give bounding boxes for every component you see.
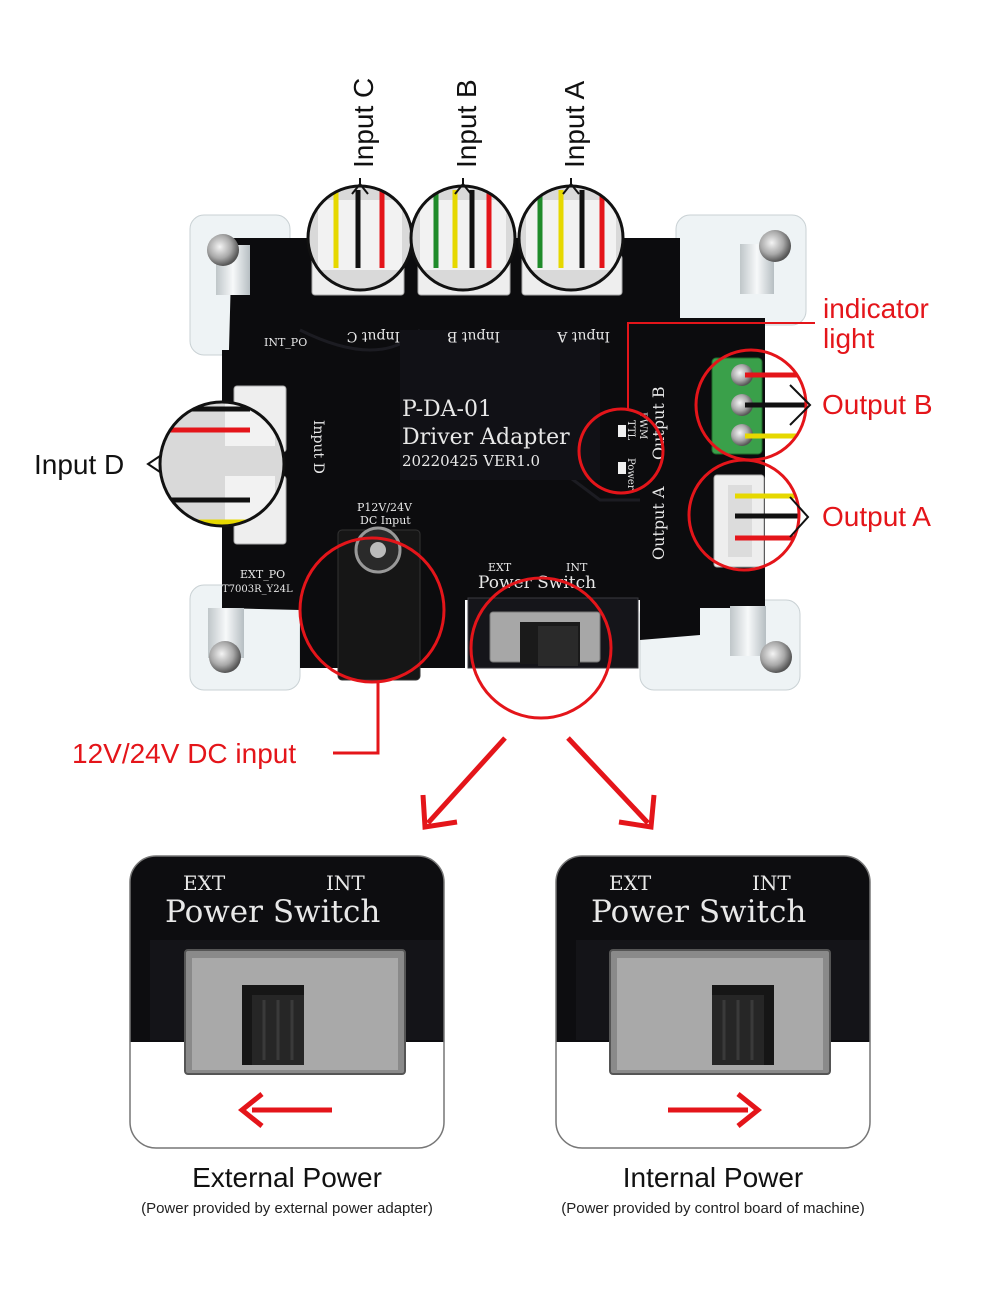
label-input-a: Input A <box>559 80 590 168</box>
switch-int-label: INT <box>566 561 588 574</box>
silk-output-a: Output A <box>649 486 668 560</box>
part-number-label: T7003R_Y24L <box>222 584 293 595</box>
indicator-light-circle <box>577 407 665 495</box>
panel1-title: External Power <box>192 1162 382 1193</box>
panel1-ext-label: EXT <box>183 871 226 895</box>
callout-labels: Input C Input B Input A Input D indicato… <box>34 78 933 769</box>
board-power-switch <box>489 611 601 666</box>
panel2-title: Internal Power <box>622 1162 804 1193</box>
ext-po-label: EXT_PO <box>240 568 285 581</box>
dc-label-2: DC Input <box>360 514 411 527</box>
int-po-label: INT_PO <box>264 336 307 349</box>
indicator-leds <box>618 425 626 474</box>
switch-ext-label: EXT <box>488 561 512 574</box>
panel1-subtitle: (Power provided by external power adapte… <box>141 1200 433 1217</box>
output-a-magnifier <box>687 458 801 572</box>
panel2-int-label: INT <box>752 871 791 895</box>
callout-leaders <box>146 178 815 830</box>
dc-input-circle <box>298 536 446 684</box>
label-input-d: Input D <box>34 449 124 480</box>
label-dc-input: 12V/24V DC input <box>72 738 296 769</box>
silk-input-a: Input A <box>556 328 610 344</box>
output-b-terminal <box>711 357 763 455</box>
silk-power: Power <box>625 458 636 490</box>
screw-top-left-icon <box>207 234 239 266</box>
label-output-b: Output B <box>822 389 933 420</box>
label-output-a: Output A <box>822 501 931 532</box>
dc-jack <box>337 526 421 681</box>
label-input-b: Input B <box>451 79 482 168</box>
panel-internal-power: EXT INT Power Switch <box>555 855 871 1149</box>
silk-input-d: Input D <box>310 420 326 474</box>
label-input-c: Input C <box>348 78 379 168</box>
panel2-switch-title: Power Switch <box>591 894 806 930</box>
input-c-magnifier <box>306 184 414 292</box>
panel2-ext-label: EXT <box>609 871 652 895</box>
panel1-int-label: INT <box>326 871 365 895</box>
panel1-switch-title: Power Switch <box>165 894 380 930</box>
screw-bottom-right-icon <box>760 641 792 673</box>
arrow-left-icon <box>237 1092 332 1128</box>
input-b-magnifier <box>409 184 517 292</box>
silk-input-c: Input C <box>347 328 400 344</box>
input-d-magnifier <box>158 400 286 528</box>
board-silkscreen: P-DA-01 Driver Adapter 20220425 VER1.0 P… <box>222 328 668 595</box>
arrow-right-icon <box>668 1092 763 1128</box>
silk-input-b: Input B <box>447 328 500 344</box>
panel2-subtitle: (Power provided by control board of mach… <box>561 1200 865 1217</box>
label-indicator-2: light <box>823 323 875 354</box>
screw-top-right-icon <box>759 230 791 262</box>
board-version: 20220425 VER1.0 <box>402 452 540 470</box>
label-indicator-1: indicator <box>823 293 929 324</box>
screw-bottom-left-icon <box>209 641 241 673</box>
input-a-magnifier <box>517 184 625 292</box>
panel-external-power: EXT INT Power Switch <box>129 855 445 1149</box>
silk-ttl: TTL <box>625 420 636 441</box>
board-name: Driver Adapter <box>402 425 570 450</box>
output-a-connector <box>713 474 765 568</box>
standoffs <box>207 230 792 673</box>
board-model: P-DA-01 <box>402 397 492 422</box>
dc-label-1: P12V/24V <box>357 501 413 514</box>
silk-pwm: PWM <box>637 412 648 439</box>
power-switch-circle <box>469 576 613 720</box>
